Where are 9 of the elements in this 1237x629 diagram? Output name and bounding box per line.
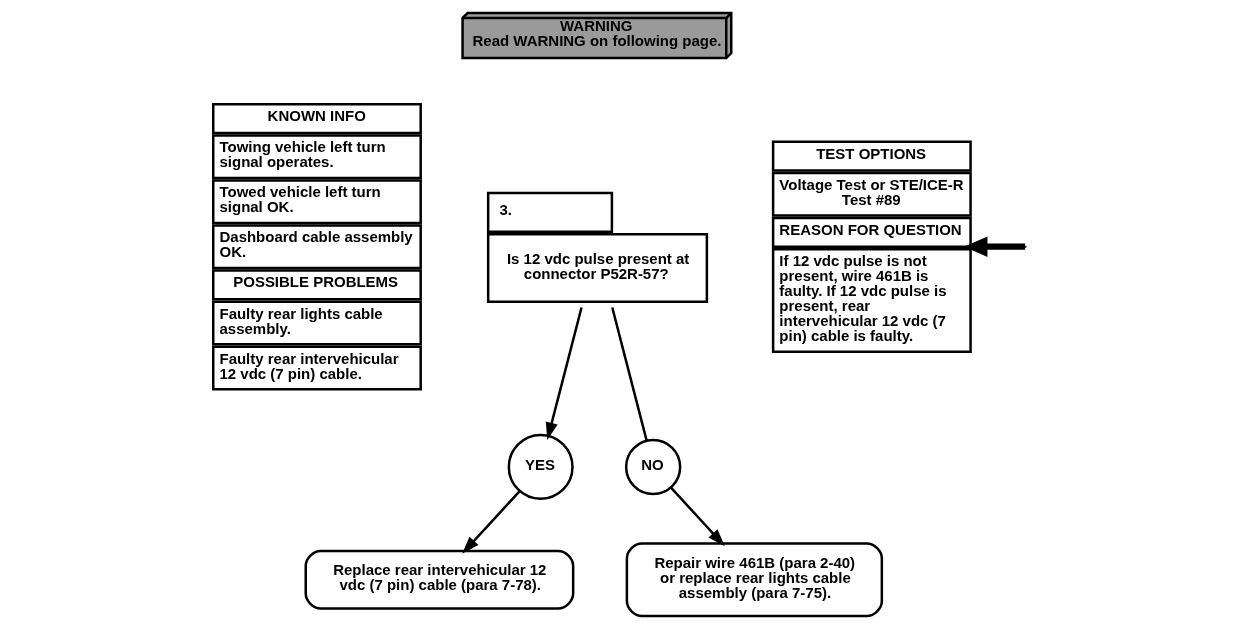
node-circle: NO (624, 438, 681, 496)
arrow (461, 490, 521, 554)
arrow (963, 236, 1025, 257)
arrow (669, 486, 725, 547)
node-box: Repair wire 461B (para 2-40) or replace rear lights cable assembly (para 7-75). (625, 542, 883, 618)
node-circle: YES (507, 433, 574, 501)
arrow (545, 307, 583, 440)
node-box: Replace rear intervehicular 12 vdc (7 pin) cable (para 7-78). (304, 549, 574, 610)
connector (610, 307, 648, 441)
